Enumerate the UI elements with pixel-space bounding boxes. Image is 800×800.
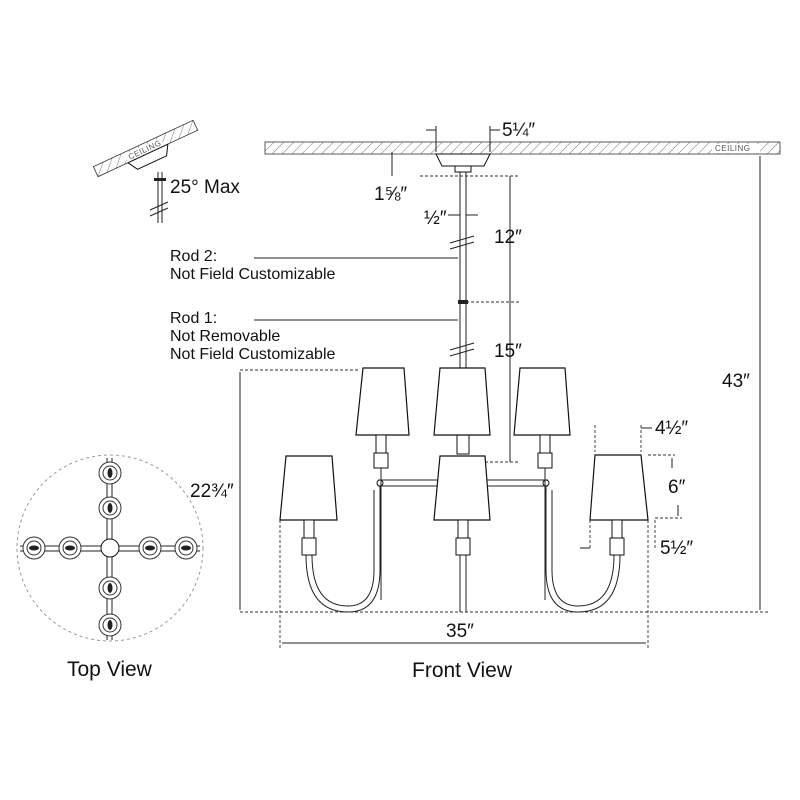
front-view-caption: Front View	[412, 659, 513, 682]
ceiling-line: CEILING	[264, 141, 781, 155]
overall-height-label: 43″	[722, 371, 750, 392]
rod2-length-label: 12″	[494, 227, 522, 248]
rod2-title: Rod 2:	[170, 248, 217, 265]
lamp-shade	[279, 455, 338, 521]
canopy-height-label: 1⅝″	[374, 184, 407, 205]
rod1-note-2: Not Field Customizable	[170, 346, 336, 363]
body-height-label: 22¾″	[190, 481, 234, 502]
lamp-shade	[433, 455, 491, 521]
front-view-fixture	[279, 367, 649, 613]
shade-top-label: 4½″	[655, 418, 688, 439]
tilt-label: 25° Max	[170, 177, 240, 198]
dimension-lines	[239, 126, 770, 648]
top-view-diagram	[16, 454, 204, 642]
shade-height-label: 6″	[668, 477, 686, 498]
rod1-title: Rod 1:	[170, 310, 217, 327]
rod2-note: Not Field Customizable	[170, 266, 336, 283]
canopy	[435, 153, 491, 173]
rod-callouts	[254, 257, 458, 321]
lamp-shade	[513, 367, 571, 436]
ceiling-label: CEILING	[715, 144, 751, 153]
overall-width-label: 35″	[446, 621, 474, 642]
lamp-shade	[355, 367, 410, 436]
top-view-caption: Top View	[67, 658, 153, 681]
rod-diameter-label: ½″	[424, 208, 447, 229]
canopy-width-label: 5¼″	[502, 120, 535, 141]
sloped-ceiling-inset: CEILING 25° Max	[92, 119, 240, 223]
lamp-shade	[589, 454, 649, 521]
shade-bottom-label: 5½″	[660, 538, 693, 559]
rod1-note-1: Not Removable	[170, 328, 280, 345]
rod1-length-label: 15″	[494, 341, 522, 362]
lamp-shade	[433, 367, 491, 436]
